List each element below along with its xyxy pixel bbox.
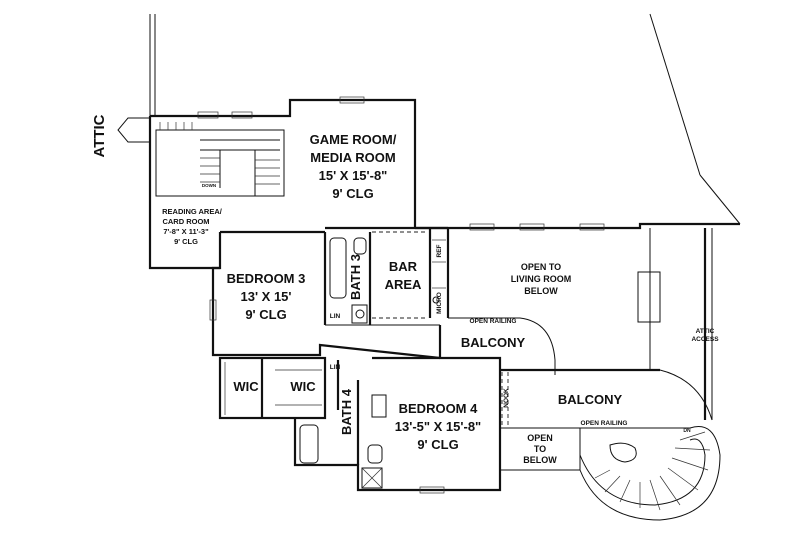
label-game-room-3: 15' X 15'-8"	[319, 168, 388, 183]
label-reading-3: 7'-8" X 11'-3"	[163, 227, 209, 236]
label-bath4: BATH 4	[339, 388, 354, 435]
sink-bath4	[371, 394, 387, 418]
label-reading-2: CARD ROOM	[162, 217, 209, 226]
label-open-below-3: BELOW	[523, 455, 557, 465]
tub-bath3	[329, 237, 347, 299]
label-bedroom3-2: 13' X 15'	[241, 289, 292, 304]
label-open-below-1: OPEN	[527, 433, 553, 443]
walls	[117, 13, 741, 492]
label-bath3: BATH 3	[348, 254, 363, 300]
wall-reading-west	[148, 116, 220, 270]
label-bedroom4-3: 9' CLG	[417, 437, 458, 452]
label-open-railing-a: OPEN RAILING	[470, 318, 517, 325]
attic-notch	[117, 117, 150, 143]
label-attic: ATTIC	[91, 114, 108, 157]
stair-upper	[155, 122, 285, 197]
labels: ATTIC GAME ROOM/ MEDIA ROOM 15' X 15'-8"…	[91, 114, 719, 465]
label-micro: MICRO	[436, 292, 443, 314]
label-bedroom4-2: 13'-5" X 15'-8"	[395, 419, 481, 434]
label-lin-a: LIN	[330, 313, 341, 320]
label-open-railing-b: OPEN RAILING	[581, 420, 628, 427]
label-wic-a: WIC	[233, 379, 259, 394]
label-open-below-2: TO	[534, 444, 546, 454]
toilet-bath3	[353, 237, 367, 255]
label-game-room-2: MEDIA ROOM	[310, 150, 395, 165]
exterior-diag-upper	[649, 13, 701, 176]
label-bar-2: AREA	[385, 277, 422, 292]
windows	[197, 96, 605, 494]
label-balcony-a: BALCONY	[461, 335, 526, 350]
sink-bath3	[351, 304, 368, 324]
label-bedroom3-3: 9' CLG	[245, 307, 286, 322]
toilet-bath4	[367, 444, 383, 464]
label-reading-1: READING AREA/	[162, 207, 223, 216]
label-attic-access-1: ATTIC	[696, 328, 715, 335]
label-nook: NOOK	[503, 388, 510, 408]
shower-bath4	[361, 467, 383, 489]
label-balcony-b: BALCONY	[558, 392, 623, 407]
wall-bedroom4	[293, 356, 502, 492]
label-down: DOWN	[202, 183, 216, 188]
label-reading-4: 9' CLG	[174, 237, 198, 246]
fixtures	[224, 237, 446, 489]
wall-corridor	[240, 343, 441, 360]
column	[637, 271, 661, 323]
label-bedroom4-1: BEDROOM 4	[399, 401, 479, 416]
wic-block	[218, 356, 327, 420]
label-bar-1: BAR	[389, 259, 418, 274]
tub-bath4	[299, 424, 319, 464]
label-game-room-1: GAME ROOM/	[310, 132, 397, 147]
label-ref: REF	[436, 244, 443, 257]
label-attic-access-2: ACCESS	[691, 336, 719, 343]
label-dn: DN	[683, 428, 691, 434]
label-open-living-1: OPEN TO	[521, 262, 561, 272]
wall-north	[150, 98, 417, 228]
label-wic-b: WIC	[290, 379, 316, 394]
label-bedroom3-1: BEDROOM 3	[227, 271, 306, 286]
spiral-stair	[579, 426, 721, 521]
label-open-living-3: BELOW	[524, 286, 558, 296]
label-lin-b: LIN	[330, 364, 341, 371]
balcony-railing-a	[448, 317, 556, 375]
stair-outline	[155, 129, 285, 197]
wall-bedroom3-west	[211, 232, 240, 357]
wall-open-north	[415, 222, 740, 230]
openings	[372, 231, 509, 425]
exterior-diag	[699, 174, 741, 225]
balcony-curve	[659, 369, 713, 421]
label-game-room-4: 9' CLG	[332, 186, 373, 201]
label-open-living-2: LIVING ROOM	[511, 274, 572, 284]
